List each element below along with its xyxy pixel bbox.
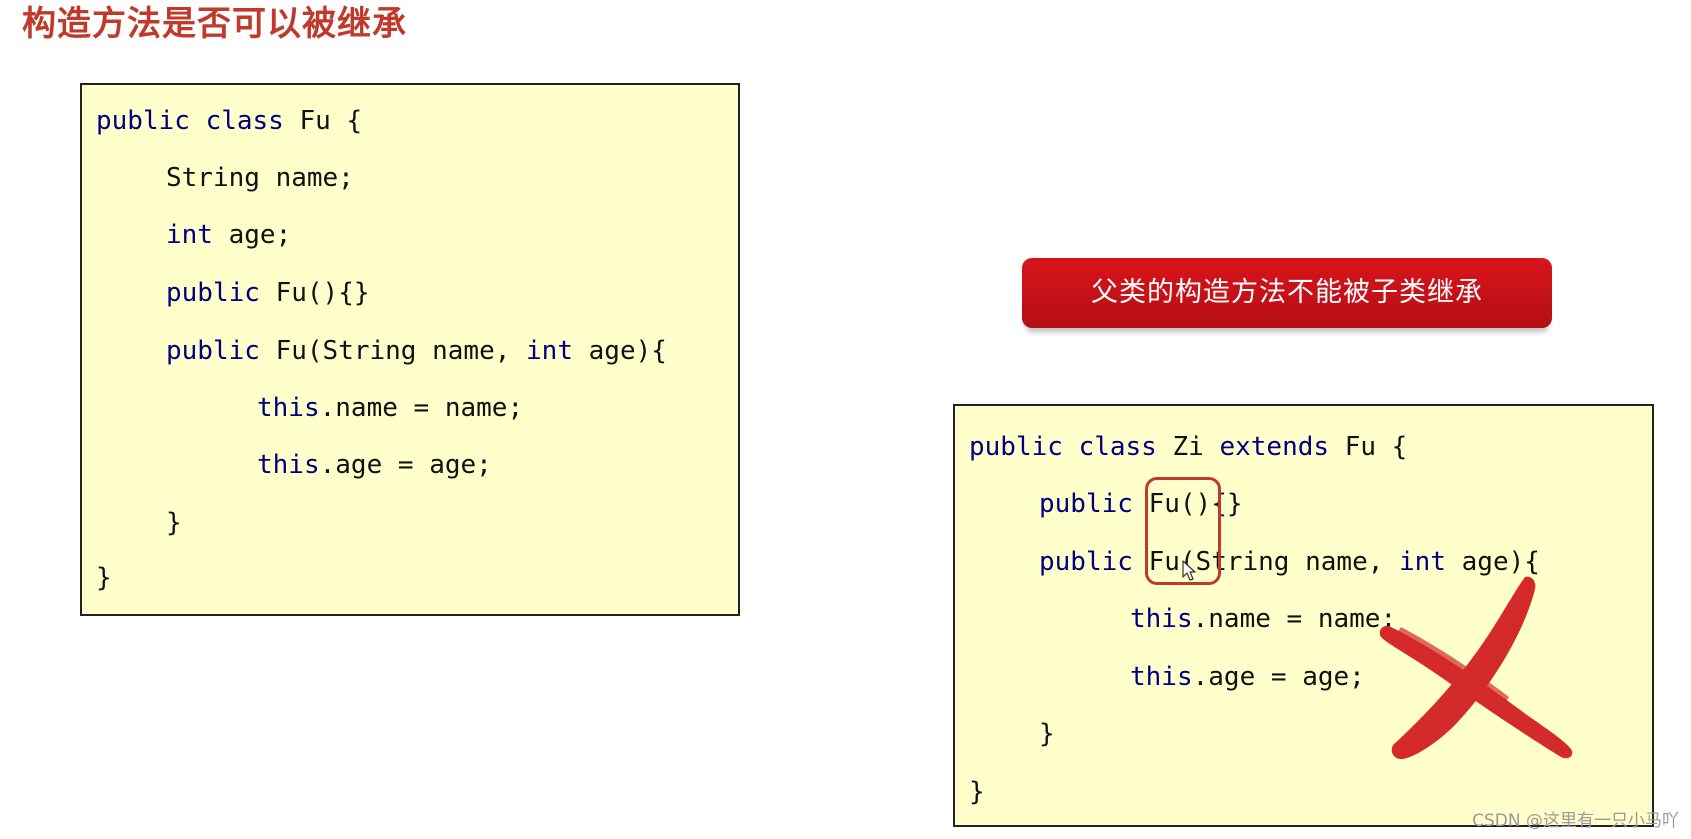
code-keyword: this xyxy=(1130,662,1193,692)
code-line: public Fu(){} xyxy=(1039,486,1243,522)
code-keyword: int xyxy=(1399,547,1446,577)
code-line: public class Zi extends Fu { xyxy=(969,429,1407,465)
code-text: String name; xyxy=(166,163,354,193)
code-keyword: public xyxy=(166,336,260,366)
code-line: this.age = age; xyxy=(257,447,492,483)
code-block-fu: public class Fu { String name; int age; … xyxy=(80,83,740,616)
code-text: .age = age; xyxy=(319,450,492,480)
code-text: Fu { xyxy=(283,106,363,136)
code-keyword: public class xyxy=(969,432,1157,462)
code-line: this.age = age; xyxy=(1130,659,1365,695)
cursor-icon xyxy=(1182,560,1196,581)
code-line: public Fu(String name, int age){ xyxy=(1039,544,1540,580)
watermark: CSDN @这里有一只小马吖 xyxy=(1472,811,1679,831)
code-line: this.name = name; xyxy=(1130,601,1396,637)
code-text: } xyxy=(969,777,985,807)
code-line: public Fu(){} xyxy=(166,275,370,311)
code-line: } xyxy=(1039,716,1055,752)
cross-mark-icon xyxy=(1379,576,1573,760)
code-keyword: int xyxy=(526,336,573,366)
code-text: Fu(){} xyxy=(259,278,370,308)
code-text: age; xyxy=(212,220,292,250)
constructor-name-highlight xyxy=(1145,477,1221,585)
callout-banner: 父类的构造方法不能被子类继承 xyxy=(1022,258,1552,328)
code-keyword: public xyxy=(1039,489,1133,519)
code-line: } xyxy=(166,505,182,541)
code-keyword: public xyxy=(1039,547,1133,577)
code-line: String name; xyxy=(166,160,354,196)
code-keyword: this xyxy=(1130,604,1193,634)
code-text: age){ xyxy=(1446,547,1540,577)
code-text: .name = name; xyxy=(319,393,524,423)
code-text: Zi xyxy=(1156,432,1220,462)
code-keyword: public xyxy=(166,278,260,308)
code-keyword: extends xyxy=(1219,432,1330,462)
code-line: } xyxy=(969,774,985,810)
code-text: } xyxy=(1039,719,1055,749)
code-text: .name = name; xyxy=(1192,604,1397,634)
code-text: Fu(){} xyxy=(1132,489,1243,519)
code-keyword: public class xyxy=(96,106,284,136)
code-block-zi: public class Zi extends Fu { public Fu()… xyxy=(953,404,1654,827)
code-text: } xyxy=(96,563,112,593)
code-line: public Fu(String name, int age){ xyxy=(166,333,667,369)
code-line: } xyxy=(96,560,112,596)
code-line: int age; xyxy=(166,217,291,253)
slide-title: 构造方法是否可以被继承 xyxy=(22,4,407,44)
code-line: this.name = name; xyxy=(257,390,523,426)
code-text: .age = age; xyxy=(1192,662,1365,692)
code-text: age){ xyxy=(573,336,667,366)
code-keyword: int xyxy=(166,220,213,250)
code-text: } xyxy=(166,508,182,538)
code-keyword: this xyxy=(257,450,320,480)
code-line: public class Fu { xyxy=(96,103,362,139)
code-text: Fu { xyxy=(1329,432,1408,462)
code-text: Fu(String name, xyxy=(259,336,527,366)
code-keyword: this xyxy=(257,393,320,423)
